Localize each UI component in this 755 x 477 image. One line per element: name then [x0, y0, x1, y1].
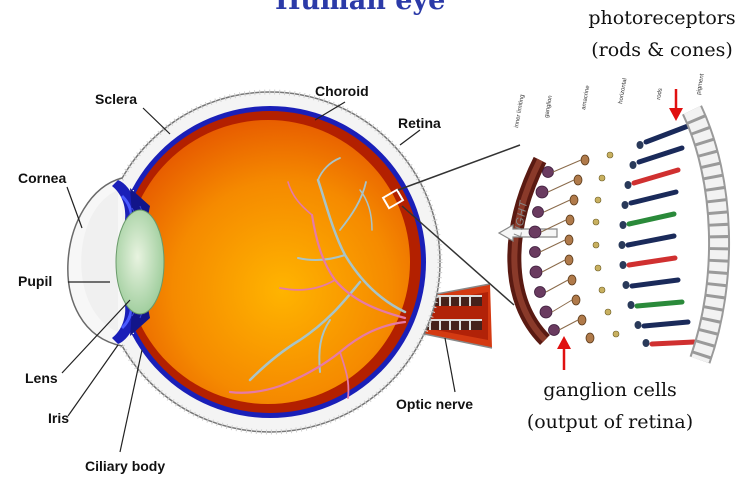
svg-text:rods: rods — [656, 88, 664, 101]
retina-cross-section: inner limiting ganglion amacrine horizon… — [499, 73, 719, 360]
svg-text:horizontal: horizontal — [618, 78, 628, 105]
label-optic-nerve: Optic nerve — [396, 396, 473, 412]
ganglion-label-line1: ganglion cells — [500, 378, 720, 403]
label-ciliary-body: Ciliary body — [85, 458, 165, 474]
svg-text:inner limiting: inner limiting — [514, 94, 526, 128]
ganglion-label-line2: (output of retina) — [500, 410, 720, 435]
svg-text:pigment: pigment — [696, 73, 706, 95]
vitreous-body — [126, 120, 410, 404]
label-choroid: Choroid — [315, 83, 369, 99]
label-retina: Retina — [398, 115, 441, 131]
photoreceptors-arrow — [669, 89, 683, 121]
label-iris: Iris — [48, 410, 69, 426]
label-cornea: Cornea — [18, 170, 66, 186]
zoom-line-top — [398, 145, 520, 190]
photoreceptors-label-line2: (rods & cones) — [572, 38, 752, 63]
label-sclera: Sclera — [95, 91, 137, 107]
label-pupil: Pupil — [18, 273, 52, 289]
photoreceptors-label-line1: photoreceptors — [572, 6, 752, 31]
svg-text:ganglion: ganglion — [544, 95, 554, 118]
light-arrow — [499, 225, 557, 241]
label-lens: Lens — [25, 370, 58, 386]
ganglion-arrow — [557, 336, 571, 370]
lens — [116, 210, 164, 314]
svg-text:amacrine: amacrine — [581, 84, 591, 110]
